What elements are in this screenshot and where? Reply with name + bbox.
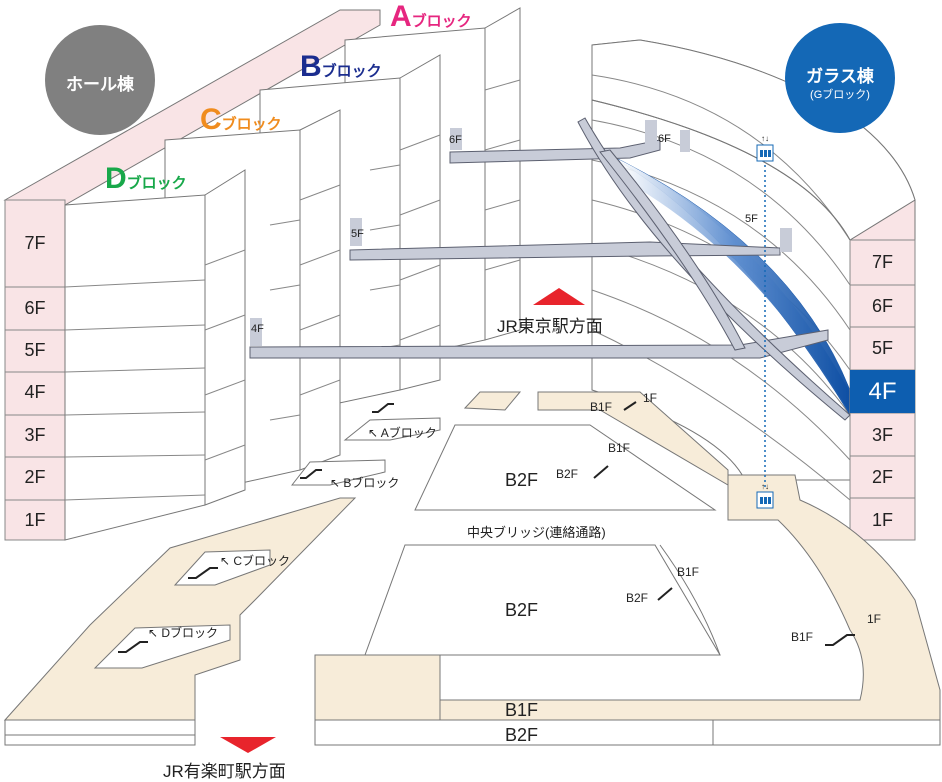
b1-label: B1F [505,700,539,720]
right-floor-3f[interactable]: 3F [871,425,893,445]
jr-yurakucho-arrow-icon [220,737,276,753]
jr-tokyo-label: JR東京駅方面 [497,317,603,336]
escalator-a-label: ↖ Aブロック [368,426,437,440]
left-floor-4f[interactable]: 4F [24,382,46,402]
bridge-tag-4f: 4F [251,323,264,335]
block-b-title: Bブロック [300,50,382,83]
jr-tokyo-arrow-icon [533,288,585,305]
right-floor-5f[interactable]: 5F [871,338,893,358]
left-floor-7f[interactable]: 7F [24,233,46,253]
svg-text:↑↓: ↑↓ [761,482,769,491]
br-bottom-label: B1F [791,630,814,644]
hall-circle [45,25,155,135]
left-floor-6f[interactable]: 6F [24,298,46,318]
jr-yurakucho-label: JR有楽町駅方面 [163,762,286,781]
glass-circle [785,23,895,133]
glass-tag-5f: 5F [745,213,758,225]
b2-base-label: B2F [505,725,539,745]
tr-top-label: 1F [643,391,658,405]
bridge-tag-6f: 6F [449,134,462,146]
right-floor-2f[interactable]: 2F [871,467,893,487]
svg-text:↑↓: ↑↓ [761,134,769,143]
left-floor-2f[interactable]: 2F [24,467,46,487]
block-a-title: Aブロック [390,0,472,33]
escalator-d-label: ↖ Dブロック [148,626,219,640]
block-c-title: Cブロック [200,103,282,136]
right-floor-7f[interactable]: 7F [871,252,893,272]
c2-top-label: B1F [677,565,700,579]
glass-tag-6f: 6F [658,133,671,145]
elevator-icon: ↑↓ [756,482,774,509]
glass-tag-4f: 4F [808,303,821,315]
left-floor-5f[interactable]: 5F [24,340,46,360]
hall-label: ホール棟 [66,75,134,94]
c2-bottom-label: B2F [626,591,649,605]
central-bridge-label: 中央ブリッジ(連絡通路) [467,525,606,540]
right-floor-4f[interactable]: 4F [868,378,897,405]
b2-lower-label: B2F [505,600,539,620]
escalator-c-label: ↖ Cブロック [220,554,291,568]
c1-top-label: B1F [608,441,631,455]
elevator-icon: ↑↓ [756,134,774,162]
left-floor-1f[interactable]: 1F [24,510,46,530]
glass-sub-label: (Gブロック) [810,89,870,101]
floor-tags [250,120,792,346]
br-top-label: 1F [867,612,882,626]
left-floor-3f[interactable]: 3F [24,425,46,445]
glass-label: ガラス棟 [806,67,874,86]
right-floor-6f[interactable]: 6F [871,296,893,316]
right-floor-1f[interactable]: 1F [871,510,893,530]
tr-bottom-label: B1F [590,400,613,414]
plaza [3,391,941,746]
block-d [64,169,246,541]
block-d-title: Dブロック [105,162,187,195]
hall-building [3,7,521,541]
bridge-tag-5f: 5F [351,228,364,240]
c1-bottom-label: B2F [556,467,579,481]
current-floor-highlight [850,370,915,413]
escalator-b-label: ↖ Bブロック [330,476,400,490]
bridges [249,117,851,421]
b2-upper-label: B2F [505,470,539,490]
glass-building [591,39,916,541]
escalator-icon [118,401,855,653]
